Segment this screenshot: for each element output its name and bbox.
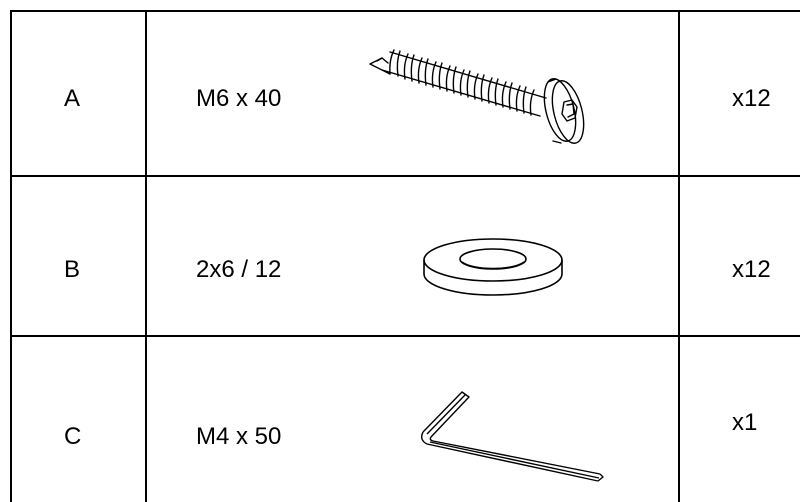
part-letter: B [64,256,81,283]
part-letter: C [64,423,82,450]
part-quantity: x1 [732,409,758,436]
part-size: M6 x 40 [196,85,282,112]
column-divider [145,10,147,502]
row-divider [10,175,800,177]
row-divider [10,335,800,337]
parts-table: A M6 x 40 [10,10,800,502]
part-size: M4 x 50 [196,423,282,450]
screw-icon [368,46,598,146]
part-quantity: x12 [732,85,771,112]
table-border-left [10,10,12,502]
washer-icon [420,236,566,300]
part-letter: A [64,85,81,112]
allen-key-icon [415,390,607,490]
table-border-top [10,10,800,12]
column-divider [678,10,680,502]
part-quantity: x12 [732,256,771,283]
part-size: 2x6 / 12 [196,256,282,283]
